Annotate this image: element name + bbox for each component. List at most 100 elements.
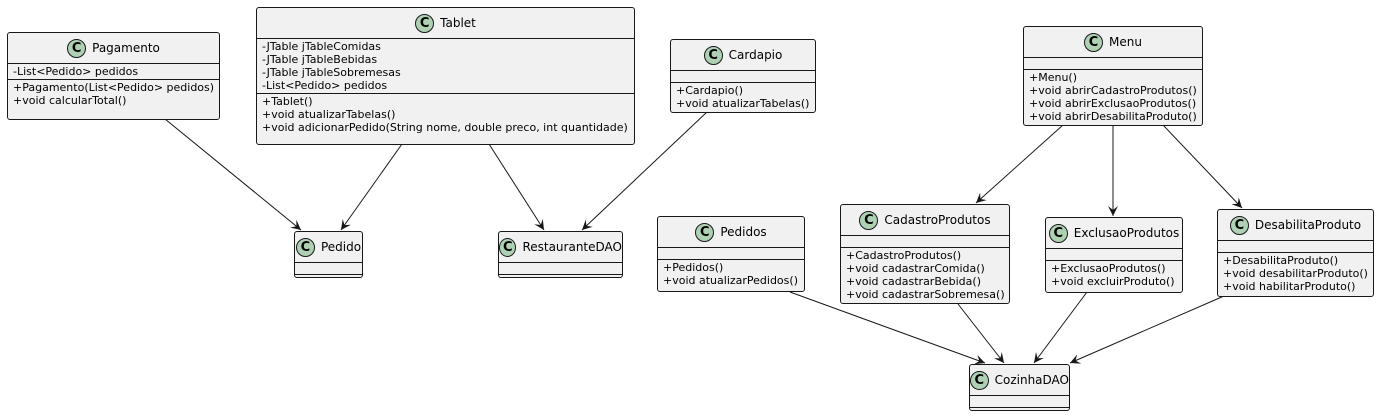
- class-box-cardapio: C Cardapio +Cardapio()+void atualizarTabel…: [670, 39, 816, 113]
- method-entry: +Menu(): [1029, 71, 1078, 84]
- class-fields: [658, 248, 804, 260]
- class-name: CadastroProdutos: [884, 213, 991, 227]
- class-box-exclusaoProdutos: C ExclusaoProdutos +ExclusaoProdutos()+voi…: [1045, 217, 1183, 293]
- association-arrow-pedidos-to-cozinhaDAO: [789, 291, 986, 365]
- class-fields: [1024, 58, 1202, 70]
- class-name: DesabilitaProduto: [1254, 218, 1362, 232]
- class-header: C Pagamento: [8, 33, 219, 64]
- method-entry: +void cadastrarComida(): [846, 262, 985, 275]
- class-methods: +Tablet()+void atualizarTabelas()+void a…: [257, 94, 634, 135]
- class-name: Tablet: [440, 16, 476, 30]
- class-name: Pedido: [320, 240, 362, 254]
- method-entry: +void habilitarProduto(): [1223, 280, 1356, 293]
- association-arrow-exclusaoProdutos-to-cozinhaDAO: [1033, 291, 1088, 364]
- class-fields: [1218, 241, 1373, 253]
- method-entry: +Pagamento(List<Pedido> pedidos): [13, 81, 215, 94]
- class-stereotype-icon: C: [859, 210, 879, 230]
- class-methods: [499, 275, 622, 285]
- class-fields: [295, 263, 362, 275]
- association-arrow-tablet-to-pedido: [340, 143, 403, 231]
- field-entry: -List<Pedido> pedidos: [262, 79, 388, 92]
- class-fields: [970, 396, 1069, 408]
- class-name: Menu: [1109, 35, 1142, 49]
- class-fields: [671, 71, 815, 83]
- method-entry: +void desabilitarProduto(): [1223, 267, 1368, 280]
- field-entry: -JTable jTableComidas: [262, 40, 381, 53]
- class-name: Pedidos: [720, 225, 767, 239]
- class-header: C Cardapio: [671, 40, 815, 71]
- method-entry: +void atualizarPedidos(): [663, 274, 798, 287]
- method-entry: +ExclusaoProdutos(): [1051, 262, 1166, 275]
- method-entry: +CadastroProdutos(): [846, 249, 962, 262]
- class-name: CozinhaDAO: [994, 373, 1069, 387]
- field-entry: -JTable jTableBebidas: [262, 53, 378, 66]
- class-box-pedido: C Pedido: [294, 231, 363, 278]
- method-entry: +void cadastrarBebida(): [846, 275, 981, 288]
- class-fields: -List<Pedido> pedidos: [8, 64, 219, 80]
- class-methods: +ExclusaoProdutos()+void excluirProduto(…: [1046, 261, 1182, 289]
- class-stereotype-icon: C: [1229, 215, 1249, 235]
- class-methods: +Cardapio()+void atualizarTabelas(): [671, 83, 815, 111]
- class-fields: [1046, 249, 1182, 261]
- method-entry: +void cadastrarSobremesa(): [846, 288, 1005, 301]
- class-name: Cardapio: [728, 48, 783, 62]
- class-stereotype-icon: C: [1048, 223, 1068, 243]
- class-methods: [295, 275, 362, 285]
- association-arrow-menu-to-desabilitaProduto: [1162, 124, 1243, 209]
- class-box-menu: C Menu +Menu()+void abrirCadastroProdutos(…: [1023, 26, 1203, 126]
- class-stereotype-icon: C: [295, 237, 315, 257]
- class-fields: -JTable jTableComidas-JTable jTableBebid…: [257, 39, 634, 94]
- association-arrow-pagamento-to-pedido: [164, 118, 302, 231]
- association-arrow-cardapio-to-restauranteDAO: [581, 111, 708, 231]
- class-box-restauranteDAO: C RestauranteDAO: [498, 231, 623, 278]
- class-header: C ExclusaoProdutos: [1046, 218, 1182, 249]
- class-methods: +CadastroProdutos()+void cadastrarComida…: [841, 248, 1009, 302]
- method-entry: +void atualizarTabelas(): [676, 97, 810, 110]
- class-box-pagamento: C Pagamento -List<Pedido> pedidos +Pagament…: [7, 32, 220, 120]
- class-header: C CozinhaDAO: [970, 365, 1069, 396]
- field-entry: -List<Pedido> pedidos: [13, 65, 139, 78]
- class-name: Pagamento: [92, 41, 160, 55]
- class-methods: +Menu()+void abrirCadastroProdutos()+voi…: [1024, 70, 1202, 124]
- method-entry: +void adicionarPedido(String nome, doubl…: [262, 121, 628, 134]
- class-header: C Tablet: [257, 8, 634, 39]
- class-stereotype-icon: C: [970, 370, 989, 390]
- method-entry: +Cardapio(): [676, 84, 744, 97]
- class-header: C CadastroProdutos: [841, 205, 1009, 236]
- association-arrow-desabilitaProduto-to-cozinhaDAO: [1069, 295, 1225, 364]
- class-header: C RestauranteDAO: [499, 232, 622, 263]
- field-entry: -JTable jTableSobremesas: [262, 66, 401, 79]
- method-entry: +void atualizarTabelas(): [262, 108, 396, 121]
- class-stereotype-icon: C: [499, 237, 517, 257]
- class-stereotype-icon: C: [415, 13, 435, 33]
- class-header: C Menu: [1024, 27, 1202, 58]
- association-arrow-cadastroProdutos-to-cozinhaDAO: [957, 303, 1005, 364]
- class-methods: +DesabilitaProduto()+void desabilitarPro…: [1218, 253, 1373, 294]
- class-name: RestauranteDAO: [522, 240, 622, 254]
- method-entry: +void abrirDesabilitaProduto(): [1029, 110, 1197, 123]
- class-name: ExclusaoProdutos: [1073, 226, 1180, 240]
- method-entry: +void excluirProduto(): [1051, 275, 1175, 288]
- class-fields: [499, 263, 622, 275]
- class-header: C Pedido: [295, 232, 362, 263]
- method-entry: +void calcularTotal(): [13, 94, 127, 107]
- class-stereotype-icon: C: [703, 45, 723, 65]
- class-methods: +Pagamento(List<Pedido> pedidos)+void ca…: [8, 80, 219, 108]
- class-fields: [841, 236, 1009, 248]
- method-entry: +void abrirCadastroProdutos(): [1029, 84, 1197, 97]
- method-entry: +Pedidos(): [663, 261, 724, 274]
- class-methods: +Pedidos()+void atualizarPedidos(): [658, 260, 804, 288]
- method-entry: +void abrirExclusaoProdutos(): [1029, 97, 1197, 110]
- method-entry: +DesabilitaProduto(): [1223, 254, 1339, 267]
- association-arrow-tablet-to-restauranteDAO: [488, 143, 545, 231]
- class-stereotype-icon: C: [1084, 32, 1104, 52]
- class-box-cozinhaDAO: C CozinhaDAO: [969, 364, 1070, 411]
- class-header: C DesabilitaProduto: [1218, 210, 1373, 241]
- class-stereotype-icon: C: [67, 38, 87, 58]
